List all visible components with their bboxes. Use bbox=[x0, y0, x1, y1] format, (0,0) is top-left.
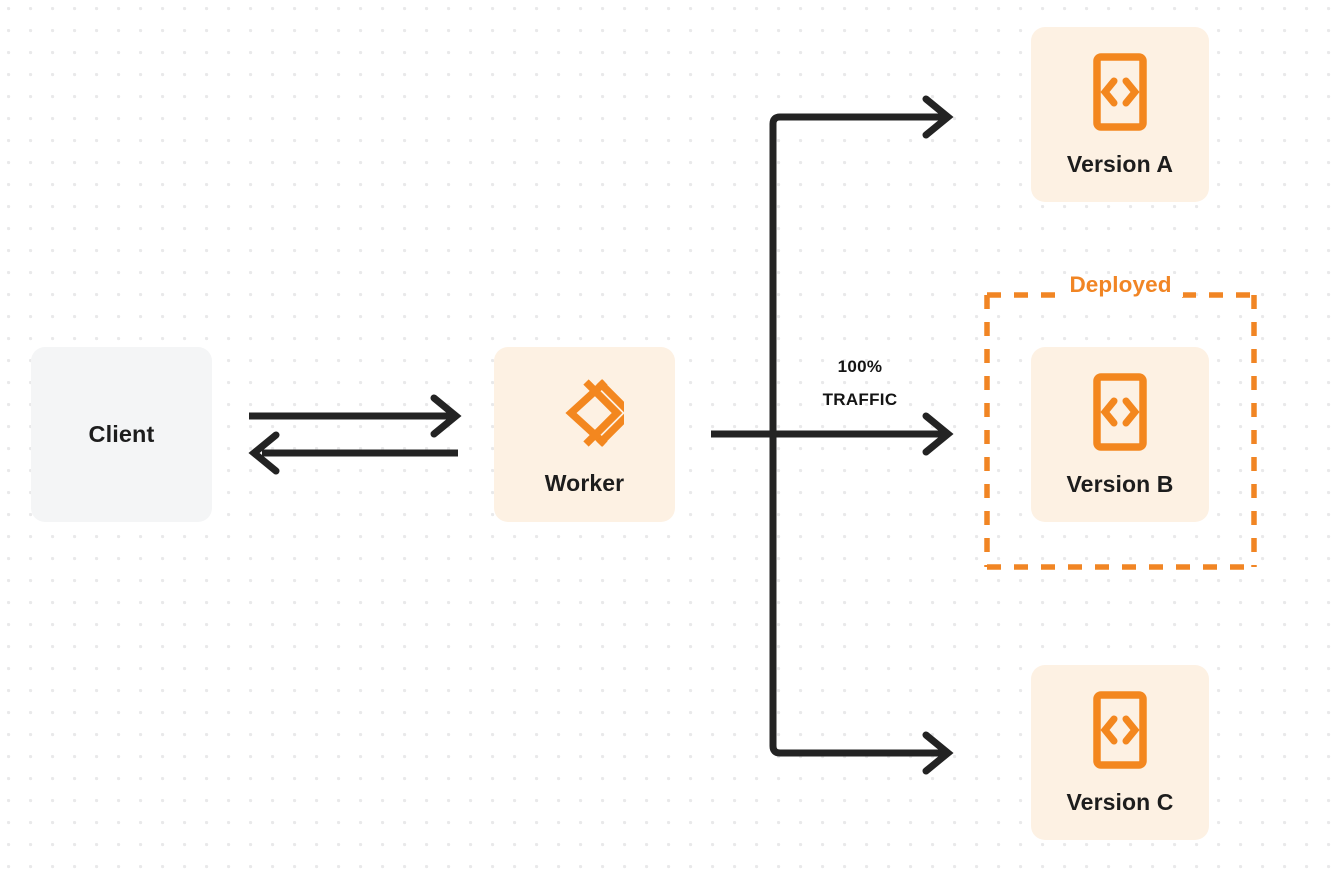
arrowhead-version-a bbox=[922, 95, 954, 139]
node-version-b-label: Version B bbox=[1066, 471, 1174, 497]
node-version-a[interactable]: Version A bbox=[1031, 27, 1209, 202]
traffic-caption: TRAFFIC bbox=[822, 390, 898, 409]
arrowhead-version-c bbox=[922, 731, 954, 775]
branch-spine bbox=[769, 113, 944, 757]
node-client-label: Client bbox=[88, 420, 155, 447]
deployed-dashed-border bbox=[984, 292, 1257, 570]
deployed-group-label: Deployed bbox=[1058, 273, 1183, 297]
node-worker[interactable]: Worker bbox=[494, 347, 675, 522]
node-worker-label: Worker bbox=[544, 470, 625, 496]
node-client[interactable]: Client bbox=[31, 347, 212, 522]
node-version-b[interactable]: Version B bbox=[1031, 347, 1209, 522]
node-version-c-label: Version C bbox=[1066, 789, 1174, 815]
arrow-worker-to-client bbox=[248, 431, 458, 475]
node-version-a-label: Version A bbox=[1066, 151, 1174, 177]
traffic-percent: 100% bbox=[837, 357, 883, 376]
cloudflare-workers-logo-icon bbox=[546, 374, 635, 452]
deployed-group: Deployed bbox=[984, 273, 1257, 570]
code-document-icon bbox=[1092, 53, 1148, 131]
code-document-icon bbox=[1092, 691, 1148, 769]
code-document-icon bbox=[1092, 373, 1148, 451]
arrow-worker-to-version-b bbox=[711, 412, 954, 456]
arrow-client-to-worker bbox=[249, 394, 462, 438]
traffic-annotation: 100% TRAFFIC bbox=[800, 350, 920, 416]
node-version-c[interactable]: Version C bbox=[1031, 665, 1209, 840]
